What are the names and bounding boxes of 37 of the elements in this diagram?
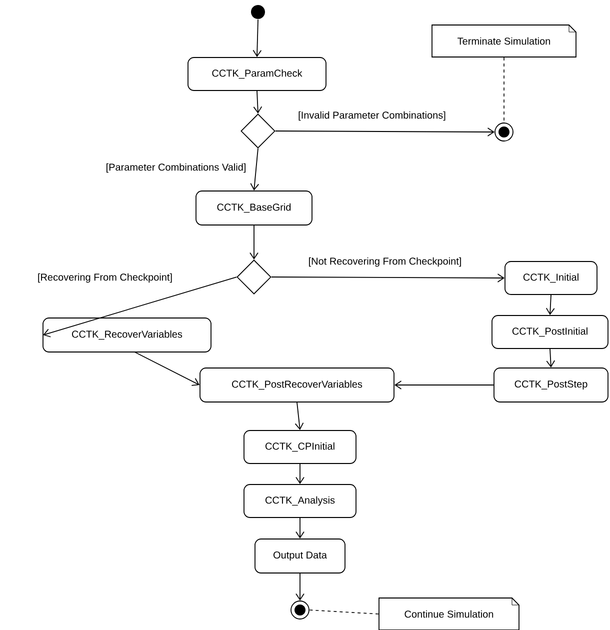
action-box: CCTK_PostRecoverVariables <box>200 368 394 402</box>
edge-label: [Invalid Parameter Combinations] <box>297 110 447 122</box>
decision-diamond <box>240 114 276 148</box>
note-box: Terminate Simulation <box>432 24 576 58</box>
action-box: CCTK_Initial <box>504 261 598 295</box>
action-box: CCTK_PostStep <box>494 368 608 402</box>
action-box: CCTK_RecoverVariables <box>42 318 212 352</box>
arrow <box>296 573 304 601</box>
arrow <box>43 276 237 338</box>
arrow <box>546 348 556 368</box>
action-box: CCTK_Analysis <box>244 484 356 518</box>
action-box: CCTK_BaseGrid <box>196 190 312 226</box>
arrow <box>546 294 555 316</box>
arrow <box>271 274 505 282</box>
arrow <box>275 128 495 136</box>
edge-label: [Not Recovering From Checkpoint] <box>307 256 463 268</box>
arrow <box>250 148 260 191</box>
end-node <box>494 122 514 142</box>
arrow <box>294 402 304 430</box>
action-box: Output Data <box>254 538 346 574</box>
arrow <box>296 464 304 484</box>
arrow <box>134 352 200 386</box>
end-node <box>290 600 310 620</box>
action-box: CCTK_PostInitial <box>492 315 608 349</box>
edge-label: [Parameter Combinations Valid] <box>104 162 248 174</box>
start-node <box>251 5 265 19</box>
arrow <box>250 225 258 260</box>
action-box: CCTK_ParamCheck <box>188 57 326 91</box>
arrow <box>252 19 262 58</box>
arrow <box>394 380 494 390</box>
action-box: CCTK_CPInitial <box>244 430 356 464</box>
note-box: Continue Simulation <box>378 598 520 630</box>
arrow <box>253 90 262 114</box>
decision-diamond <box>236 260 272 294</box>
edge-label: [Recovering From Checkpoint] <box>36 272 174 284</box>
arrow <box>296 518 304 539</box>
connector-line <box>309 610 379 614</box>
